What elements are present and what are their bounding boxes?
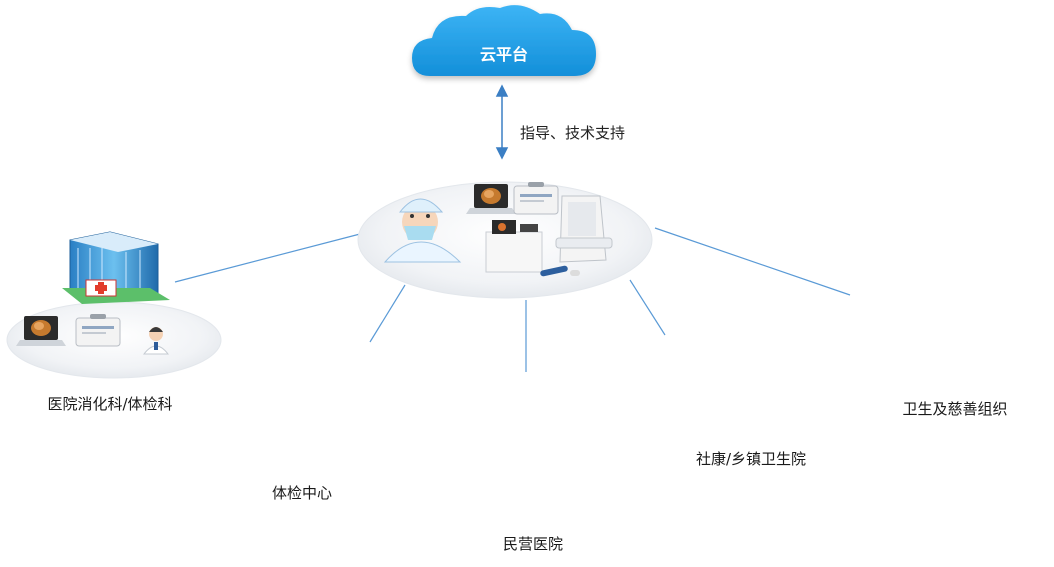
equipment-case-icon bbox=[513, 181, 559, 215]
workstation-icon bbox=[485, 220, 543, 273]
capsule-pen-icon bbox=[540, 265, 568, 277]
label-community-clinic: 社康/乡镇卫生院 bbox=[695, 450, 807, 468]
central-hub bbox=[357, 181, 653, 299]
cloud-platform bbox=[412, 5, 596, 76]
hospital-building-icon bbox=[62, 231, 170, 304]
link-charity bbox=[654, 227, 851, 296]
cloud-icon bbox=[412, 5, 596, 76]
cloud-label: 云平台 bbox=[480, 45, 528, 64]
link-label: 指导、技术支持 bbox=[520, 124, 625, 142]
double-arrow-icon bbox=[495, 84, 509, 160]
exam-chair-icon bbox=[555, 195, 613, 263]
equipment-case-icon bbox=[75, 313, 121, 347]
link-checkup bbox=[369, 284, 406, 343]
label-private-hospital: 民营医院 bbox=[502, 535, 564, 553]
capsule-icon bbox=[570, 270, 580, 276]
link-community bbox=[629, 279, 666, 336]
link-lines bbox=[174, 227, 851, 372]
masked-doctor-icon bbox=[383, 198, 462, 263]
link-hospital bbox=[174, 233, 361, 283]
label-charity-org: 卫生及慈善组织 bbox=[902, 400, 1008, 418]
label-hospital-digestive: 医院消化科/体检科 bbox=[47, 395, 173, 413]
node-hospital-digestive bbox=[6, 231, 222, 379]
label-checkup-center: 体检中心 bbox=[271, 484, 333, 502]
